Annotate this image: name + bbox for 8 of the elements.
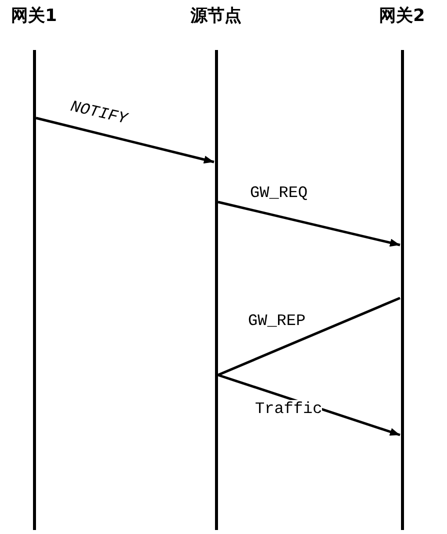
lifeline-title: 网关1 [10, 5, 58, 27]
message-label: GW_REP [248, 312, 306, 330]
message-arrow [36, 116, 214, 164]
lifeline-title: 源节点 [190, 5, 242, 27]
lifeline-title: 网关2 [378, 5, 426, 27]
message-arrow [218, 200, 400, 247]
message-label: GW_REQ [250, 184, 308, 202]
message-label: NOTIFY [68, 98, 129, 128]
